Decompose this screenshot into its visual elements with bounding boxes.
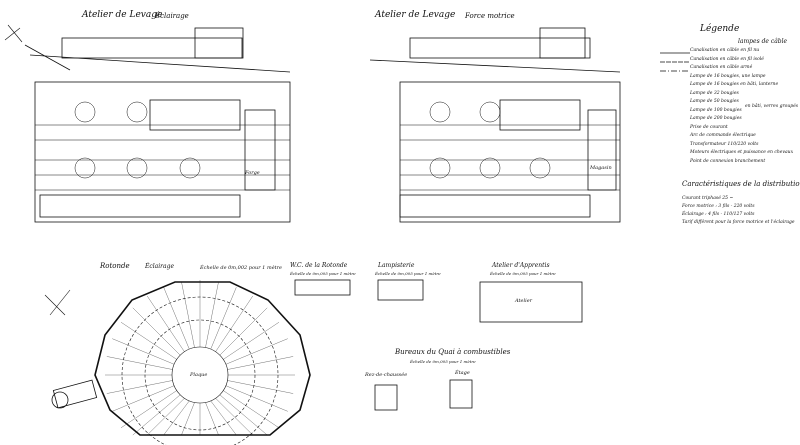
fuel-upper-plan bbox=[449, 379, 473, 409]
legend-item: Lampe de 16 bougies, une lampe bbox=[690, 73, 766, 79]
legend-title: Légende bbox=[700, 24, 740, 34]
rotunda-track-line bbox=[120, 322, 177, 360]
legend-item: Canalisation en câble en fil nu bbox=[690, 48, 760, 53]
fuel-ground-plan bbox=[374, 384, 398, 411]
legend-item: Lampe de 16 bougies en bâti, lanterne bbox=[690, 82, 779, 87]
rotunda-track-line bbox=[181, 281, 195, 348]
rotunda-title: Rotonde bbox=[100, 262, 130, 270]
apprentice-plan bbox=[479, 281, 583, 323]
lamp-room-plan bbox=[377, 279, 424, 301]
characteristics-line: Tarif différent pour la force motrice et… bbox=[682, 220, 795, 225]
rotunda-track-line bbox=[147, 295, 185, 352]
legend-item: Lampe de 100 bougies bbox=[690, 107, 742, 113]
rotunda-track-line bbox=[227, 380, 294, 394]
characteristics-line: Courant triphasé 25 ~ bbox=[682, 196, 734, 201]
legend-item: Canalisation en câble armé bbox=[690, 65, 753, 70]
rotunda-track-line bbox=[163, 400, 190, 436]
rotunda-track-line bbox=[120, 390, 177, 428]
legend-item: Prise de courant bbox=[690, 124, 728, 130]
legend-item: Moteurs électriques et puissance en chev… bbox=[690, 150, 794, 155]
rotunda-track-line bbox=[205, 402, 219, 436]
lamp-room-scale: Échelle de 0m,005 pour 1 mètre bbox=[375, 271, 441, 276]
lamp-room-title: Lampisterie bbox=[378, 262, 415, 269]
apprentice-title: Atelier d'Apprentis bbox=[492, 262, 550, 269]
rotunda-center-label: Plaque bbox=[190, 372, 208, 378]
legend-item: Arc de commande électrique bbox=[690, 133, 756, 138]
rotunda-track-line bbox=[219, 307, 268, 356]
rotunda-track-line bbox=[205, 281, 219, 348]
legend-item: Lampe de 32 bougies bbox=[690, 90, 739, 96]
rotunda-track-line bbox=[132, 307, 181, 356]
power-shop-subtitle: Force motrice bbox=[465, 12, 515, 20]
rotunda-track-line bbox=[225, 385, 288, 412]
rotunda-track-line bbox=[112, 338, 175, 365]
characteristics-title: Caractéristiques de la distribution bbox=[682, 180, 800, 188]
power-shop-title: Atelier de Levage bbox=[375, 10, 456, 20]
legend-item: Transformateur 110/220 volts bbox=[690, 141, 759, 147]
legend-item: Lampe de 50 bougies bbox=[690, 99, 739, 104]
forge-label: Forge bbox=[245, 170, 260, 176]
wc-plan bbox=[294, 279, 351, 296]
lighting-shop-title: Atelier de Levage bbox=[82, 10, 163, 20]
legend-item: Lampe de 200 bougies bbox=[690, 116, 742, 121]
characteristics-line: Force motrice : 3 fils - 220 volts bbox=[682, 204, 755, 209]
fuel-upper-label: Étage bbox=[455, 370, 470, 376]
rotunda-track-line bbox=[147, 398, 185, 436]
rotunda-track-line bbox=[215, 295, 253, 352]
rotunda-track-line bbox=[227, 356, 294, 370]
legend-item: Point de connexion branchement bbox=[690, 158, 766, 164]
power-shop-plan bbox=[369, 27, 621, 223]
rotunda-track-line bbox=[215, 398, 253, 436]
rotunda-track-line bbox=[210, 400, 237, 436]
legend-group-2: en bâti, verres groupés bbox=[745, 104, 799, 109]
lighting-shop-subtitle: Éclairage bbox=[155, 12, 189, 20]
rotunda-track-line bbox=[223, 390, 280, 428]
characteristics-line: Éclairage : 4 fils - 110/127 volts bbox=[682, 212, 755, 217]
fuel-ground-label: Rez-de-chaussée bbox=[365, 372, 408, 378]
rotunda-track-line bbox=[106, 356, 173, 370]
apprentice-room-label: Atelier bbox=[515, 298, 533, 304]
rotunda-track-line bbox=[106, 380, 173, 394]
fuel-quay-title: Bureaux du Quai à combustibles bbox=[395, 348, 511, 356]
rotunda-track-line bbox=[219, 394, 268, 436]
legend-item: Canalisation en câble en fil isolé bbox=[690, 56, 764, 62]
rotunda-plan bbox=[51, 280, 311, 445]
compass-rose-icon bbox=[4, 24, 71, 316]
rotunda-track-line bbox=[225, 338, 288, 365]
rotunda-track-line bbox=[132, 394, 181, 436]
rotunda-track-line bbox=[223, 322, 280, 360]
fuel-quay-scale: Échelle de 0m,005 pour 1 mètre bbox=[410, 359, 476, 364]
rotunda-track-line bbox=[210, 287, 237, 350]
lighting-shop-plan bbox=[24, 27, 291, 223]
rotunda-subtitle: Éclairage bbox=[145, 263, 174, 270]
rotunda-scale: Échelle de 0m,002 pour 1 mètre bbox=[200, 265, 283, 271]
legend-symbols bbox=[660, 52, 690, 72]
legend-group-1: lampes de câble bbox=[738, 38, 788, 45]
wc-title: W.C. de la Rotonde bbox=[290, 262, 348, 269]
rotunda-track-line bbox=[112, 385, 175, 412]
rotunda-track-line bbox=[181, 402, 195, 436]
apprentice-scale: Échelle de 0m,005 pour 1 mètre bbox=[490, 271, 556, 276]
wc-scale: Échelle de 0m,005 pour 1 mètre bbox=[290, 271, 356, 276]
magasin-label: Magasin bbox=[590, 165, 612, 171]
rotunda-track-line bbox=[163, 287, 190, 350]
